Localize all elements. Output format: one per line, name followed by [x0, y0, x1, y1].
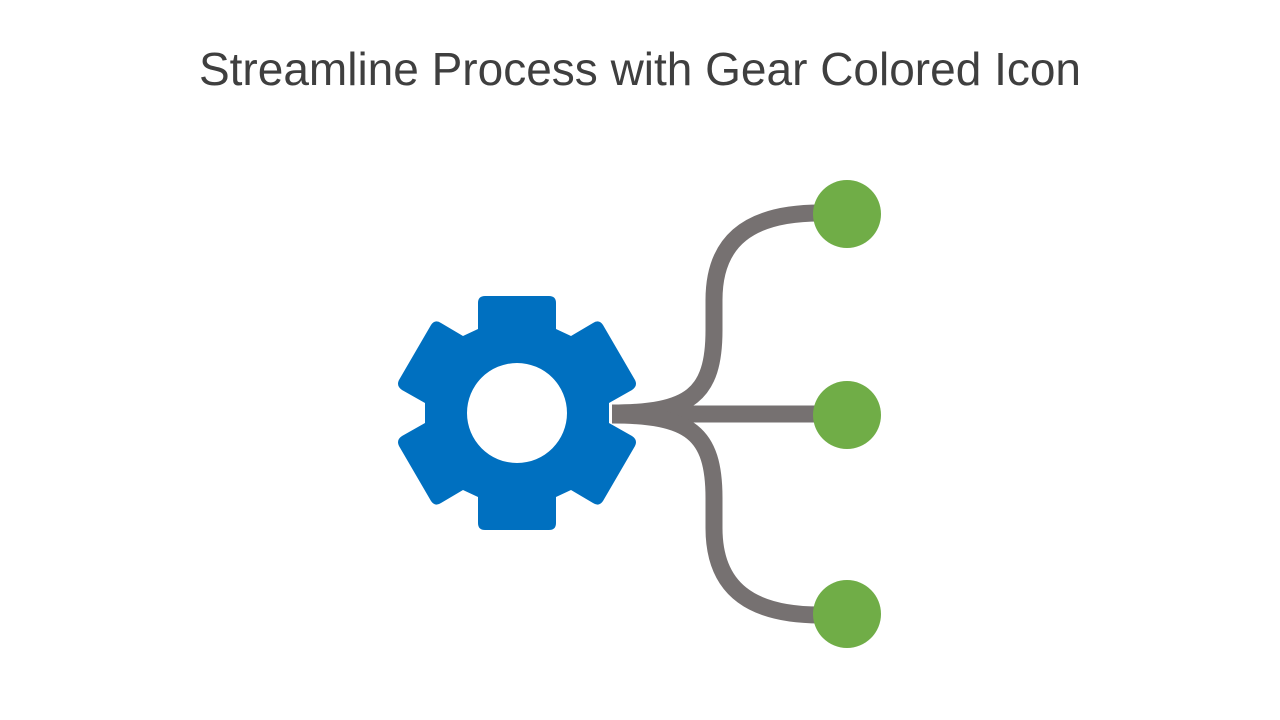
- gear-icon: [398, 296, 636, 530]
- node-middle-icon: [813, 381, 881, 449]
- connector-top: [611, 204, 821, 422]
- connector-lines: [611, 204, 822, 624]
- slide-title: Streamline Process with Gear Colored Ico…: [198, 43, 1082, 95]
- connector-bottom: [611, 406, 821, 624]
- node-bottom-icon: [813, 580, 881, 648]
- node-top-icon: [813, 180, 881, 248]
